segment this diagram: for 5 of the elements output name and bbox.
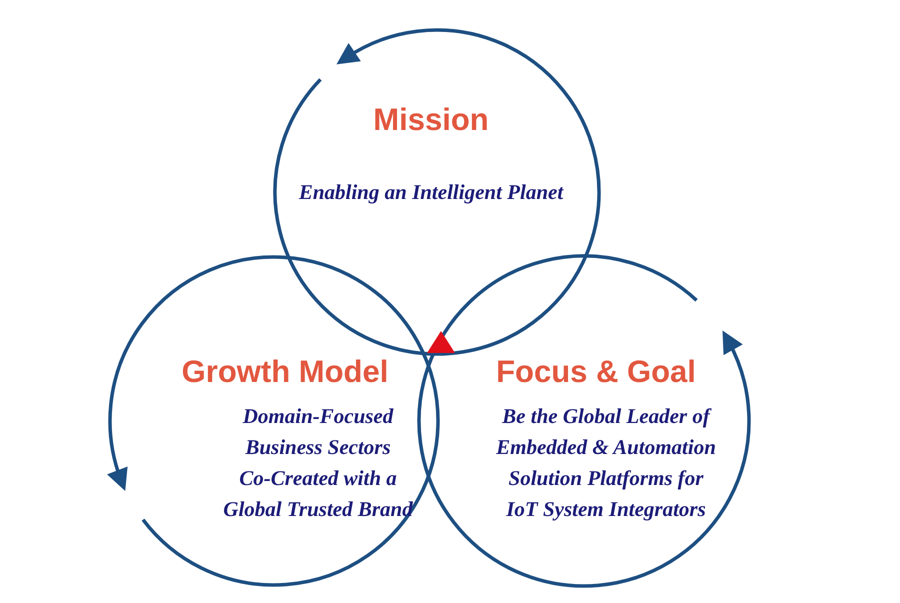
circle-heading: Growth Model — [182, 354, 388, 390]
circle-heading: Mission — [373, 102, 489, 138]
circle-description: Be the Global Leader of Embedded & Automation Solution Platforms for IoT System Integrators — [495, 403, 717, 523]
circle-description: Enabling an Intelligent Planet — [298, 179, 565, 206]
circle-heading: Focus & Goal — [496, 354, 696, 390]
